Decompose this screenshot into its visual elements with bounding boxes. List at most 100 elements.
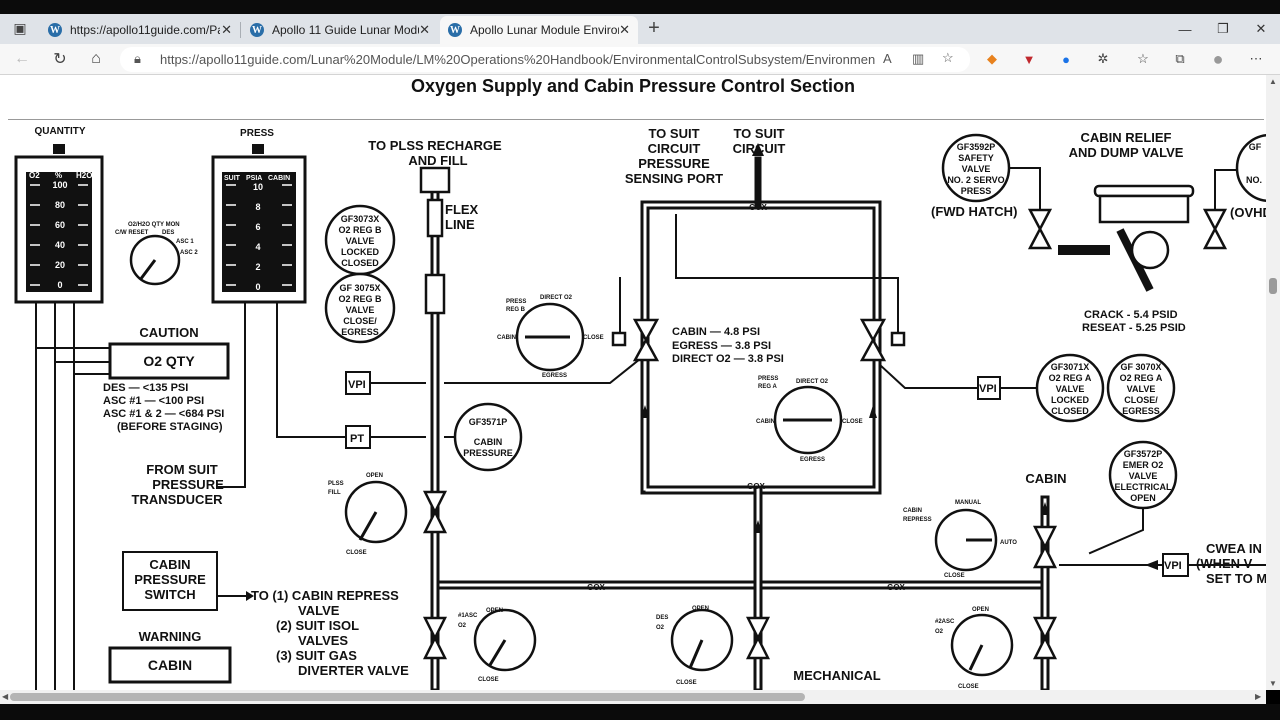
to-list-line: DIVERTER VALVE [298,663,409,678]
favorites-icon[interactable]: ☆ [1137,51,1149,66]
quantity-gauge [14,144,104,304]
scroll-left-icon[interactable]: ◀ [2,692,9,701]
asc1-o2-line: O2 [458,623,467,629]
cabin-dial-label: CABIN [497,335,516,341]
close-dial-label: CLOSE [583,335,604,341]
qty-mon-label: O2/H2O QTY MON [128,222,180,228]
plus-icon[interactable]: + [648,16,660,39]
to-plss-line: AND FILL [408,153,467,168]
vertical-scroll-thumb[interactable] [1269,278,1277,294]
press-reg-a-line: PRESS [758,376,778,382]
to-list-line: (2) SUIT ISOL [276,618,359,633]
tab-1[interactable]: W https://apollo11guide.com/Pano ✕ [40,16,240,44]
extension-play-icon[interactable]: ● [1062,51,1070,67]
cabin-scale-label: CABIN [268,175,290,182]
tab-2[interactable]: W Apollo 11 Guide Lunar Module P ✕ [242,16,438,44]
press-tick-label: 0 [255,282,260,292]
horizontal-scroll-thumb[interactable] [10,693,805,701]
to-list-line: (3) SUIT GAS [276,648,357,663]
tab-title: https://apollo11guide.com/Pano [70,23,220,37]
cwea-line: SET TO M [1206,571,1266,586]
gf3070x-line: CLOSE/ [1124,395,1158,405]
back-icon[interactable]: ← [14,50,30,67]
cwea-line: CWEA IN [1206,541,1262,556]
auto-label: AUTO [1000,540,1017,546]
asc2-o2-line: O2 [935,629,944,635]
immersive-reader-icon[interactable]: ▥ [912,51,925,66]
qty-tick-label: 80 [55,200,65,210]
tab-3-active[interactable]: W Apollo Lunar Module Environme ✕ [440,16,638,44]
to-plss-line: TO PLSS RECHARGE [368,138,502,153]
gf3571p-line: CABIN [474,437,503,447]
scroll-right-icon[interactable]: ▶ [1255,692,1262,701]
minimize-icon[interactable]: — [1178,21,1192,37]
asc2-o2-line: #2ASC [935,619,955,625]
warning-label: WARNING [139,629,202,644]
gf3592p-line: SAFETY [958,153,994,163]
gf3572p-line: GF3572P [1124,449,1163,459]
more-menu-icon[interactable]: ⋯ [1249,51,1263,66]
gox-label: GOX [887,583,905,592]
gf3572p-line: VALVE [1129,471,1158,481]
cabin-press-switch-line: CABIN [149,557,190,572]
gf3070x-line: GF 3070X [1120,362,1161,372]
favorite-star-icon[interactable]: ☆ [942,50,954,65]
to-suit-sensing-line: SENSING PORT [625,171,723,186]
direct-o2-label: DIRECT O2 [796,379,829,385]
address-bar[interactable]: 🔒︎ https://apollo11guide.com/Lunar%20Mod… [120,47,970,72]
close-tab-icon[interactable]: ✕ [221,22,232,37]
tab-actions-icon[interactable]: ▣ [13,19,27,36]
scroll-down-icon[interactable]: ▼ [1269,679,1277,688]
caution-line: DES — <135 PSI [103,382,188,394]
wordpress-icon: W [448,23,462,37]
des-o2-line: DES [656,615,668,621]
scroll-up-icon[interactable]: ▲ [1269,77,1277,86]
caution-line: ASC #1 & 2 — <684 PSI [103,408,224,420]
restore-icon[interactable]: ❐ [1217,21,1229,36]
to-suit-circuit-line: CIRCUIT [733,141,786,156]
quantity-label: QUANTITY [34,126,85,137]
gox-label: GOX [587,583,605,592]
horizontal-scrollbar[interactable]: ◀ ▶ [0,690,1266,704]
reseat-label: RESEAT - 5.25 PSID [1082,322,1186,334]
extensions-puzzle-icon[interactable]: ✲ [1097,51,1109,66]
suit-scale-label: SUIT [224,175,241,182]
press-tick-label: 2 [255,262,260,272]
close-icon[interactable]: ✕ [1255,21,1267,36]
caution-line: (BEFORE STAGING) [117,421,223,433]
read-aloud-icon[interactable]: A [883,51,892,66]
gf-partial-line: NO. [1246,175,1262,185]
extension-shield-icon[interactable]: ▼ [1022,51,1036,67]
gf3071x-line: CLOSED [1051,406,1089,416]
gf3075x-line: VALVE [346,305,375,315]
gf3073x-line: LOCKED [341,247,380,257]
metamask-extension-icon[interactable]: ◆ [987,51,997,66]
home-icon[interactable]: ⌂ [91,50,101,67]
to-suit-circuit-line: TO SUIT [733,126,784,141]
gf3073x-line: GF3073X [341,214,380,224]
collections-icon[interactable]: ⧉ [1175,51,1185,66]
lock-icon[interactable]: 🔒︎ [134,51,141,66]
gf3070x-line: VALVE [1127,384,1156,394]
to-list-line: VALVES [298,633,348,648]
vertical-scrollbar[interactable]: ▲ ▼ [1266,75,1280,690]
refresh-icon[interactable]: ↻ [53,51,67,68]
tab-title: Apollo Lunar Module Environme [470,23,619,37]
direct-o2-label: DIRECT O2 [540,295,573,301]
crack-label: CRACK - 5.4 PSID [1084,309,1178,321]
qty-tick-label: 0 [57,280,62,290]
close-tab-icon[interactable]: ✕ [619,22,630,37]
profile-avatar-icon[interactable]: ● [1212,48,1224,69]
setting-line: EGRESS — 3.8 PSI [672,340,771,352]
des-label: DES [162,230,174,236]
caution-line: ASC #1 — <100 PSI [103,395,204,407]
qty-tick-label: 60 [55,220,65,230]
close-tab-icon[interactable]: ✕ [419,22,430,37]
open-dial-label: OPEN [972,607,989,613]
tab-strip: ▣ W https://apollo11guide.com/Pano ✕ W A… [0,14,1280,44]
url-text: https://apollo11guide.com/Lunar%20Module… [160,52,875,67]
open-dial-label: OPEN [486,608,503,614]
to-list-line: VALVE [298,603,340,618]
to-suit-sensing-line: CIRCUIT [648,141,701,156]
cabin-repress-line: REPRESS [903,517,932,523]
